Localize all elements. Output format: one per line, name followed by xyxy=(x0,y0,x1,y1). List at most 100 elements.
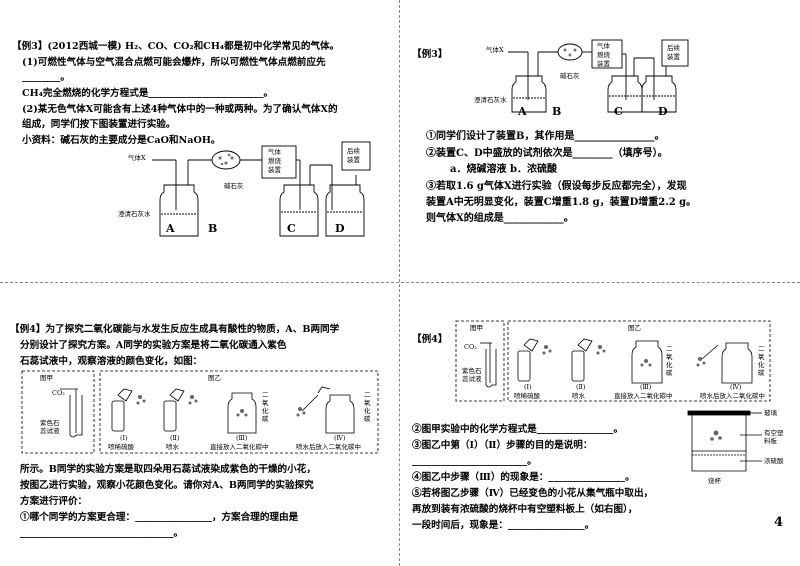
slide-example3-part2: 【例3】 气体X 气体 燃烧 装置 xyxy=(400,0,800,283)
litmus-label: 蕊试液 xyxy=(462,375,482,383)
question-line: 按图乙进行实验，观察小花颜色变化。请你对A、B两同学的实验探究 xyxy=(20,480,314,491)
figure-b-label: 图乙 xyxy=(628,324,641,332)
step-4: (Ⅳ) xyxy=(334,434,346,442)
label-d: D xyxy=(658,105,668,118)
gas-x-label: 气体X xyxy=(486,46,504,54)
litmus-label: 紫色石 xyxy=(40,419,60,427)
question-1-answer: ________________________________。 xyxy=(20,528,184,539)
slide-example4-part1: 【例4】为了探究二氧化碳能与水发生反应生成具有酸性的物质，A、B两同学 分别设计… xyxy=(0,283,400,566)
step-3: (Ⅲ) xyxy=(640,383,652,391)
question-title: 【例4】为了探究二氧化碳能与水发生反应生成具有酸性的物质，A、B两同学 xyxy=(10,324,340,335)
follow-label: 装置 xyxy=(347,156,360,164)
label-c: C xyxy=(614,105,623,118)
question-1: ①哪个同学的方案更合理：________________，方案合理的理由是 xyxy=(20,512,299,523)
question-title: 【例3】(2012西城一模) H₂、CO、CO₂和CH₄都是初中化学常见的气体。 xyxy=(12,41,340,52)
question-line: 分别设计了探究方案。A同学的实验方案是将二氧化碳通入紫色 xyxy=(20,340,287,351)
experiment-figure xyxy=(21,370,379,454)
label-d: D xyxy=(335,222,345,235)
step-2: (Ⅱ) xyxy=(170,434,180,442)
question-line: ________。 xyxy=(22,72,70,83)
question-line: 方案进行评价： xyxy=(20,496,88,507)
experiment-figure xyxy=(455,320,771,472)
question-3: 则气体X的组成是____________。 xyxy=(426,213,574,224)
gas-x-label: 气体X xyxy=(128,154,146,162)
combustion-label: 燃烧 xyxy=(597,51,610,59)
label-a: A xyxy=(166,222,175,235)
question-3: 装置A中无明显变化，装置C增重1.8 g，装置D增重2.2 g。 xyxy=(426,197,697,208)
litmus-label: 蕊试液 xyxy=(40,427,60,435)
co2-vertical-label: 二氧化碳 xyxy=(666,345,673,377)
question-3-answer: ________________________。 xyxy=(412,456,537,467)
question-2: ②装置C、D中盛放的试剂依次是________（填序号）。 xyxy=(426,148,668,159)
question-3: ③图乙中第（Ⅰ）（Ⅱ）步骤的目的是说明： xyxy=(412,440,593,451)
step-4: (Ⅳ) xyxy=(730,383,742,391)
label-b: B xyxy=(208,222,218,235)
soda-lime-label: 碱石灰 xyxy=(224,182,244,190)
soda-lime-label: 碱石灰 xyxy=(560,72,580,80)
question-1: ①同学们设计了装置B，其作用是________________。 xyxy=(426,131,665,142)
co2-vertical-label: 二氧化碳 xyxy=(262,391,269,423)
litmus-label: 紫色石 xyxy=(462,367,482,375)
caption-2: 喷水 xyxy=(572,392,585,400)
follow-label: 后续 xyxy=(667,44,680,52)
combustion-label: 气体 xyxy=(268,148,281,156)
caption-1: 喷稀硫酸 xyxy=(108,443,134,451)
slide-example3-part1: 【例3】(2012西城一模) H₂、CO、CO₂和CH₄都是初中化学常见的气体。… xyxy=(0,0,400,283)
slide-title: 【例4】 xyxy=(412,334,448,345)
figure-a-label: 图甲 xyxy=(40,374,53,382)
limewater-label: 澄清石灰水 xyxy=(118,210,151,218)
plastic-board-label: 有空塑 xyxy=(764,429,784,437)
step-1: (Ⅰ) xyxy=(120,434,128,442)
plastic-board-label: 料板 xyxy=(764,437,777,445)
step-1: (Ⅰ) xyxy=(524,383,532,391)
caption-1: 喷稀硫酸 xyxy=(514,392,540,400)
label-c: C xyxy=(287,222,296,235)
apparatus-diagram xyxy=(152,141,371,237)
co2-vertical-label: 二氧化碳 xyxy=(758,345,765,377)
limewater-label: 澄清石灰水 xyxy=(474,96,507,104)
follow-label: 后续 xyxy=(347,147,360,155)
question-4: ④图乙中步骤（Ⅲ）的现象是：________________。 xyxy=(412,472,635,483)
question-line: 石蕊试液中，观察溶液的颜色变化，如图： xyxy=(20,356,203,367)
question-line: 所示。B同学的实验方案是取四朵用石蕊试液染成紫色的干燥的小花， xyxy=(20,464,316,475)
combustion-label: 气体 xyxy=(597,42,610,50)
question-5: 再放到装有浓硫酸的烧杯中有空塑料板上（如右图）， xyxy=(412,504,638,515)
combustion-label: 燃烧 xyxy=(268,157,281,165)
question-3: ③若取1.6 g气体X进行实验（假设每步反应都完全），发现 xyxy=(426,181,687,192)
question-line: 组成，同学们按下图装置进行实验。 xyxy=(22,119,176,130)
label-a: A xyxy=(518,105,527,118)
step-3: (Ⅲ) xyxy=(236,434,248,442)
page-number: 4 xyxy=(774,515,784,530)
question-5: ⑤若将图乙步骤（Ⅳ）已经变色的小花从集气瓶中取出， xyxy=(412,488,654,499)
sulfuric-acid-label: 浓硫酸 xyxy=(764,457,784,465)
caption-4: 喷水后放入二氧化碳中 xyxy=(296,443,361,451)
question-line: (1)可燃性气体与空气混合点燃可能会爆炸，所以可燃性气体点燃前应先 xyxy=(22,57,326,68)
vertical-divider xyxy=(399,0,401,566)
caption-4: 喷水后放入二氧化碳中 xyxy=(700,392,765,400)
beaker-label: 烧杯 xyxy=(708,477,721,485)
figure-a-label: 图甲 xyxy=(470,324,483,332)
info-note: 小资料：碱石灰的主要成分是CaO和NaOH。 xyxy=(22,135,221,146)
label-b: B xyxy=(552,105,562,118)
question-2: ②图甲实验中的化学方程式是________________。 xyxy=(412,424,624,435)
co2-vertical-label: 二氧化碳 xyxy=(364,391,371,423)
follow-label: 装置 xyxy=(667,53,680,61)
slide-title: 【例3】 xyxy=(412,49,448,60)
caption-2: 喷水 xyxy=(166,443,179,451)
step-2: (Ⅱ) xyxy=(576,383,586,391)
slide-example4-part2: 【例4】 xyxy=(400,283,800,566)
combustion-label: 装置 xyxy=(268,166,281,174)
horizontal-divider xyxy=(0,282,800,284)
combustion-label: 装置 xyxy=(597,60,610,68)
question-2-options: a．烧碱溶液 b．浓硫酸 xyxy=(450,164,557,175)
question-5: 一段时间后，现象是：________________。 xyxy=(412,520,595,531)
glass-label: 玻璃 xyxy=(764,409,777,417)
co2-label: CO₂ xyxy=(52,389,65,397)
co2-label: CO₂ xyxy=(464,343,477,351)
figure-b-label: 图乙 xyxy=(208,374,221,382)
caption-3: 直接放入二氧化碳中 xyxy=(614,392,673,400)
question-line: CH₄完全燃烧的化学方程式是________________________。 xyxy=(22,88,274,99)
question-line: (2)某无色气体X可能含有上述4种气体中的一种或两种。为了确认气体X的 xyxy=(22,104,338,115)
apparatus-diagram xyxy=(508,39,689,113)
caption-3: 直接放入二氧化碳中 xyxy=(210,443,269,451)
